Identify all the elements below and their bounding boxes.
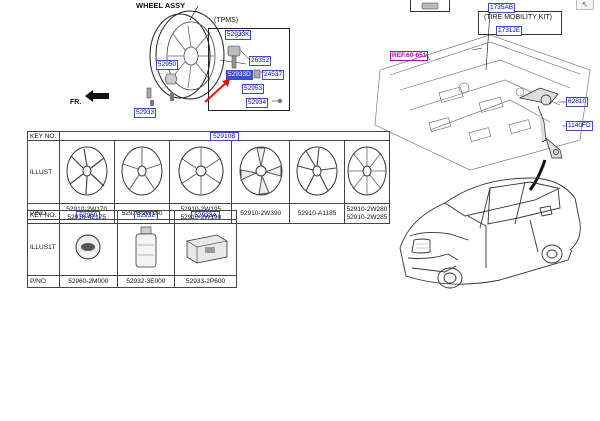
key-cell-52933a: 52933A: [174, 210, 237, 220]
key-part-52910b[interactable]: 52910B: [210, 131, 239, 141]
car-illustration: [399, 177, 581, 289]
callout-52934[interactable]: 52934: [246, 98, 269, 108]
hub-cap-icon: [75, 234, 101, 259]
sealant-bottle-icon: [135, 226, 157, 267]
wheel-illust-6[interactable]: [343, 140, 391, 204]
nut-icon: [164, 73, 178, 85]
alloy-wheel-icon: [178, 146, 224, 196]
wheel-illust-3[interactable]: [169, 140, 233, 204]
fr-label: FR.: [70, 99, 82, 106]
key-part-52960[interactable]: 52960: [76, 210, 101, 220]
kit-top-box: [410, 0, 450, 12]
back-arrow-icon[interactable]: ↖: [576, 0, 594, 10]
accessory-parts-table: KEY NO. 52960 52932 52933A ILLUS1T P/NO …: [27, 210, 237, 288]
key-no-label: KEY NO.: [27, 131, 60, 141]
hub-cap-illust[interactable]: [58, 219, 118, 276]
wheel-assy-label: WHEEL ASSY: [136, 1, 186, 10]
callout-1140fd[interactable]: 1140FD: [566, 121, 593, 131]
callout-52933d[interactable]: 52933D: [226, 70, 253, 80]
callout-52953[interactable]: 52953: [242, 84, 265, 94]
pno-cell-52932[interactable]: 52932-3E000: [116, 275, 176, 288]
wheel-illust-1[interactable]: [58, 140, 115, 204]
key-cell-52960: 52960: [58, 210, 118, 220]
gasket-icon: [421, 2, 439, 10]
callout-26352[interactable]: 26352: [249, 56, 272, 66]
key-no-label: KEY NO.: [27, 210, 60, 220]
pno-label: P/NO: [27, 275, 60, 288]
alloy-wheel-icon: [347, 146, 387, 196]
pno-cell-52933a[interactable]: 52933-2P600: [174, 275, 237, 288]
wheel-illust-5[interactable]: [289, 140, 345, 204]
compressor-illust[interactable]: [174, 219, 237, 276]
callout-52950[interactable]: 52950: [156, 60, 179, 70]
tpms-sensor-drawing: [227, 30, 283, 104]
sealant-bottle-illust[interactable]: [116, 219, 176, 276]
compressor-icon: [186, 234, 227, 263]
front-arrow-icon: [85, 90, 109, 102]
alloy-wheel-icon: [66, 146, 108, 196]
illust-label: ILLUS1T: [27, 219, 60, 276]
trunk-floor-drawing: [374, 11, 591, 191]
key-part-52933a[interactable]: 52933A: [191, 210, 220, 220]
alloy-wheel-icon: [239, 146, 283, 196]
key-part-52932[interactable]: 52932: [133, 210, 158, 220]
valve-stem-icon: [146, 87, 152, 99]
alloy-wheel-icon: [121, 146, 163, 196]
tpms-label: (TPMS): [214, 17, 239, 24]
pointer-arrow-icon: [204, 79, 230, 103]
callout-24537[interactable]: 24537: [262, 70, 285, 80]
alloy-wheel-icon: [296, 146, 338, 196]
callout-62810[interactable]: 62810: [566, 97, 589, 107]
wheel-illust-2[interactable]: [113, 140, 171, 204]
key-cell-52932: 52932: [116, 210, 176, 220]
callout-52933k[interactable]: 52933K: [225, 30, 252, 40]
pno-cell-6[interactable]: 52910-2W280 52910-2W285: [343, 203, 391, 224]
pno-cell-4[interactable]: 52910-2W390: [231, 203, 291, 224]
wheel-parts-table: KEY NO. 52910B ILLUST P/NO 52910-2W170 5…: [27, 131, 391, 224]
pno-cell-52960[interactable]: 52960-2M000: [58, 275, 118, 288]
callout-1731je[interactable]: 1731JE: [496, 26, 523, 36]
illust-label: ILLUST: [27, 140, 60, 204]
tire-mobility-kit-label: (TIRE MOBILITY KIT): [484, 14, 552, 21]
callout-1735ab[interactable]: 1735AB: [488, 3, 516, 13]
wheel-illust-4[interactable]: [231, 140, 291, 204]
pno-cell-5[interactable]: 52910-A1185: [289, 203, 345, 224]
key-part-cell: 52910B: [58, 131, 391, 141]
tpms-box: [208, 28, 290, 111]
callout-52933[interactable]: 52933: [134, 108, 157, 118]
